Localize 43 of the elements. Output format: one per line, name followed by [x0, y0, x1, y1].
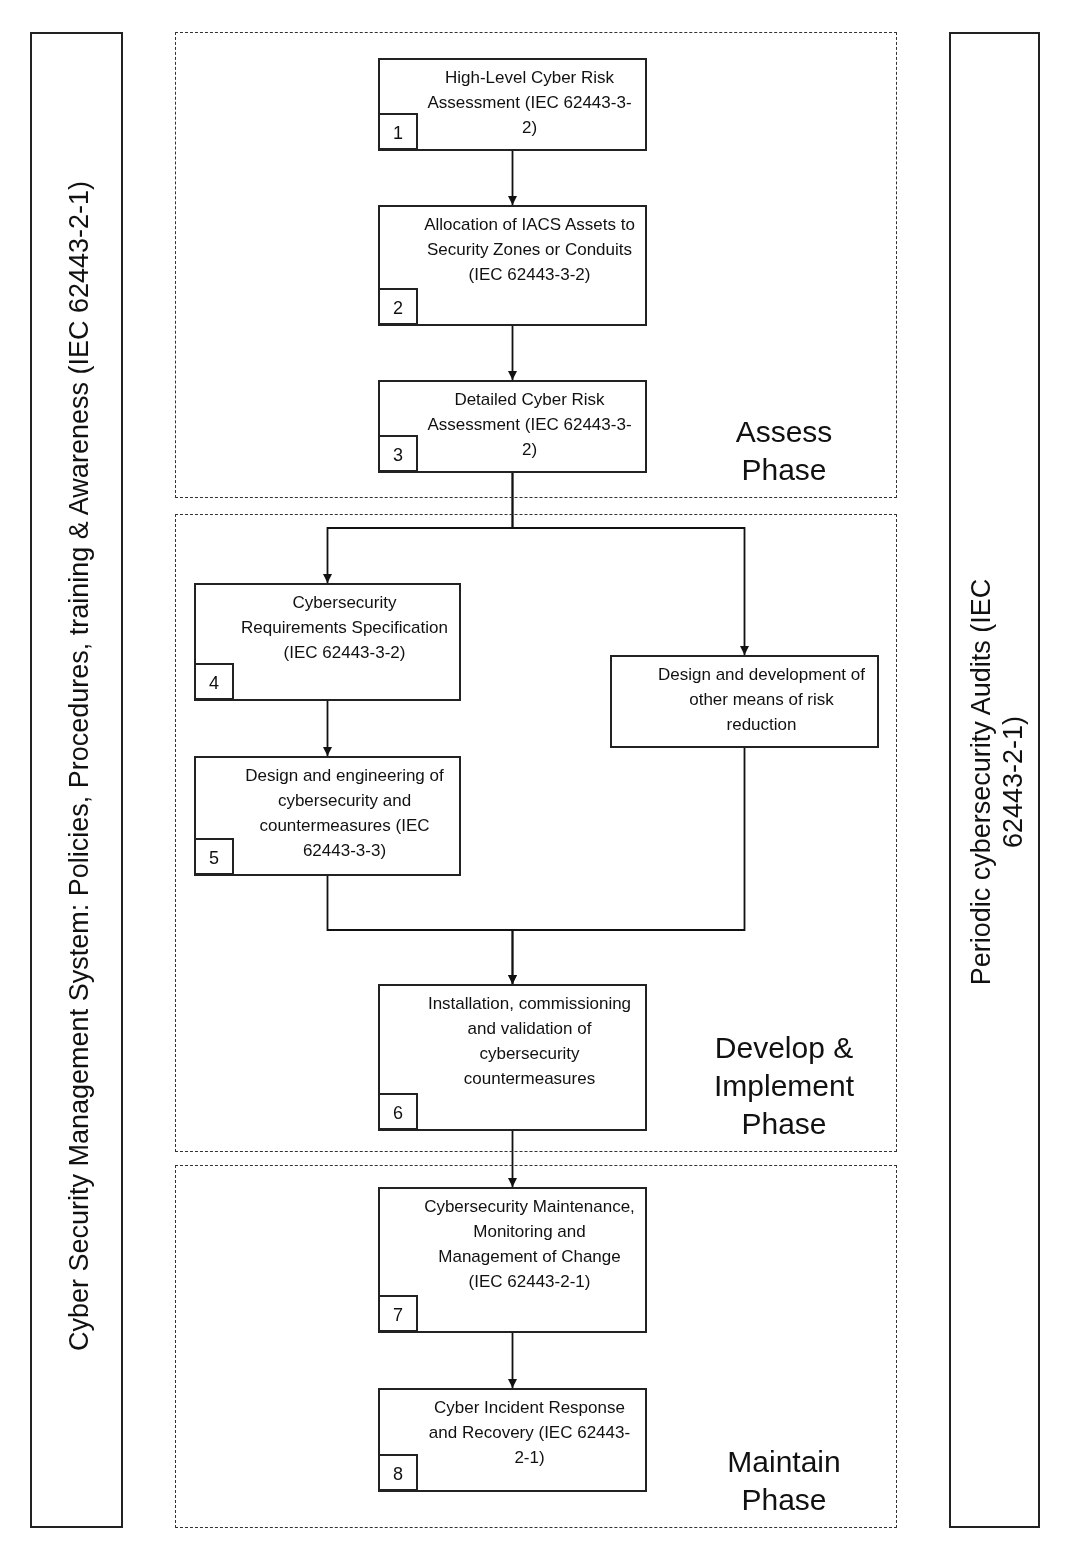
- vertical-label: Cyber Security Management System: Policies, Procedures, training & Awareness (IEC 62443-2-1): [62, 180, 95, 1353]
- step-label: High-Level Cyber Risk Assessment (IEC 62443-3-2): [426, 67, 633, 139]
- step-label: Cyber Incident Response and Recovery (IEC 62443-2-1): [427, 1397, 632, 1469]
- process-box: [378, 205, 647, 326]
- phase-label: Develop & Implement Phase: [712, 1030, 856, 1142]
- side-band: [30, 32, 123, 1528]
- side-band: [949, 32, 1040, 1528]
- process-box: [194, 583, 461, 701]
- process-box: [194, 756, 461, 876]
- step-label: Installation, commissioning and validation of cybersecurity countermeasures: [426, 993, 633, 1090]
- arrow: [511, 472, 749, 656]
- step-number: 1: [378, 113, 418, 151]
- phase-region: [175, 32, 897, 498]
- step-label: Allocation of IACS Assets to Security Zones or Conduits (IEC 62443-3-2): [424, 214, 635, 286]
- step-number: 5: [194, 838, 234, 876]
- step-number: 8: [378, 1454, 418, 1492]
- process-box: [378, 984, 647, 1131]
- arrow: [508, 325, 517, 381]
- arrow: [508, 747, 746, 985]
- arrow: [323, 700, 332, 757]
- arrow: [508, 1332, 517, 1389]
- vertical-label: Periodic cybersecurity Audits (IEC 62443-2-1): [964, 577, 1029, 988]
- process-box: [610, 655, 879, 748]
- step-label: Design and development of other means of risk reduction: [657, 664, 866, 736]
- step-number: 7: [378, 1295, 418, 1333]
- process-box: [378, 58, 647, 151]
- step-label: Design and engineering of cybersecurity and countermeasures (IEC 62443-3-3): [244, 765, 445, 862]
- arrow: [508, 1130, 517, 1188]
- process-box: [378, 1388, 647, 1492]
- step-number: 6: [378, 1093, 418, 1131]
- step-label: Cybersecurity Requirements Specification (IEC 62443-3-2): [240, 592, 449, 664]
- arrow: [508, 150, 517, 206]
- process-box: [378, 380, 647, 473]
- step-label: Detailed Cyber Risk Assessment (IEC 62443-3-2): [426, 389, 633, 461]
- process-box: [378, 1187, 647, 1333]
- phase-region: [175, 514, 897, 1152]
- phase-label: Maintain Phase: [726, 1444, 842, 1518]
- step-number: 4: [194, 663, 234, 701]
- step-number: 2: [378, 288, 418, 326]
- step-number: 3: [378, 435, 418, 473]
- step-label: Cybersecurity Maintenance, Monitoring and Management of Change (IEC 62443-2-1): [424, 1196, 635, 1293]
- phase-region: [175, 1165, 897, 1528]
- phase-label: Assess Phase: [734, 414, 834, 488]
